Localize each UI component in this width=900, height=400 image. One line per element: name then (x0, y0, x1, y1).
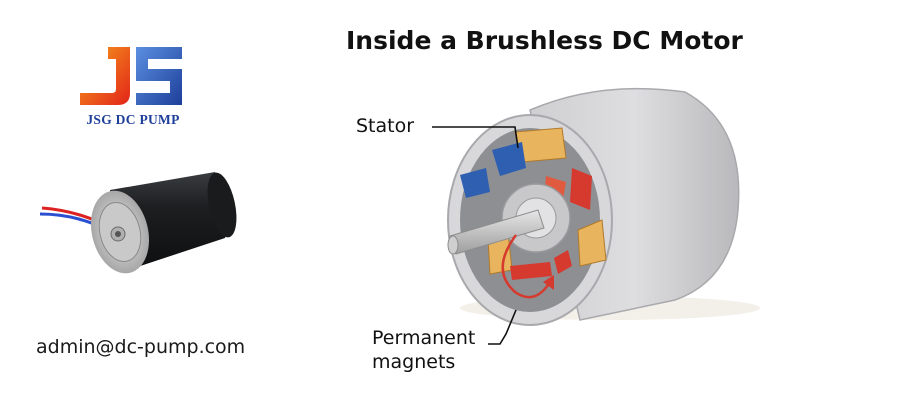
stator-pole-blue (492, 142, 526, 176)
contact-email[interactable]: admin@dc-pump.com (36, 336, 246, 358)
magnets-label-line2: magnets (372, 351, 456, 373)
rotation-arrow (501, 234, 552, 299)
diagram-title: Inside a Brushless DC Motor (346, 26, 743, 55)
magnets-label-line1: Permanent (372, 327, 476, 349)
stator-label: Stator (356, 115, 415, 137)
bldc-motor-diagram (432, 87, 760, 345)
magnets-label: Permanent magnets (372, 326, 475, 374)
jsg-logo-mark (80, 47, 182, 105)
company-logo: JSG DC PUMP (78, 45, 188, 135)
magnets-leader-line (488, 309, 517, 345)
dc-motor-photo (39, 172, 237, 274)
logo-text: JSG DC PUMP (86, 112, 180, 127)
stator-leader-line (432, 126, 519, 149)
